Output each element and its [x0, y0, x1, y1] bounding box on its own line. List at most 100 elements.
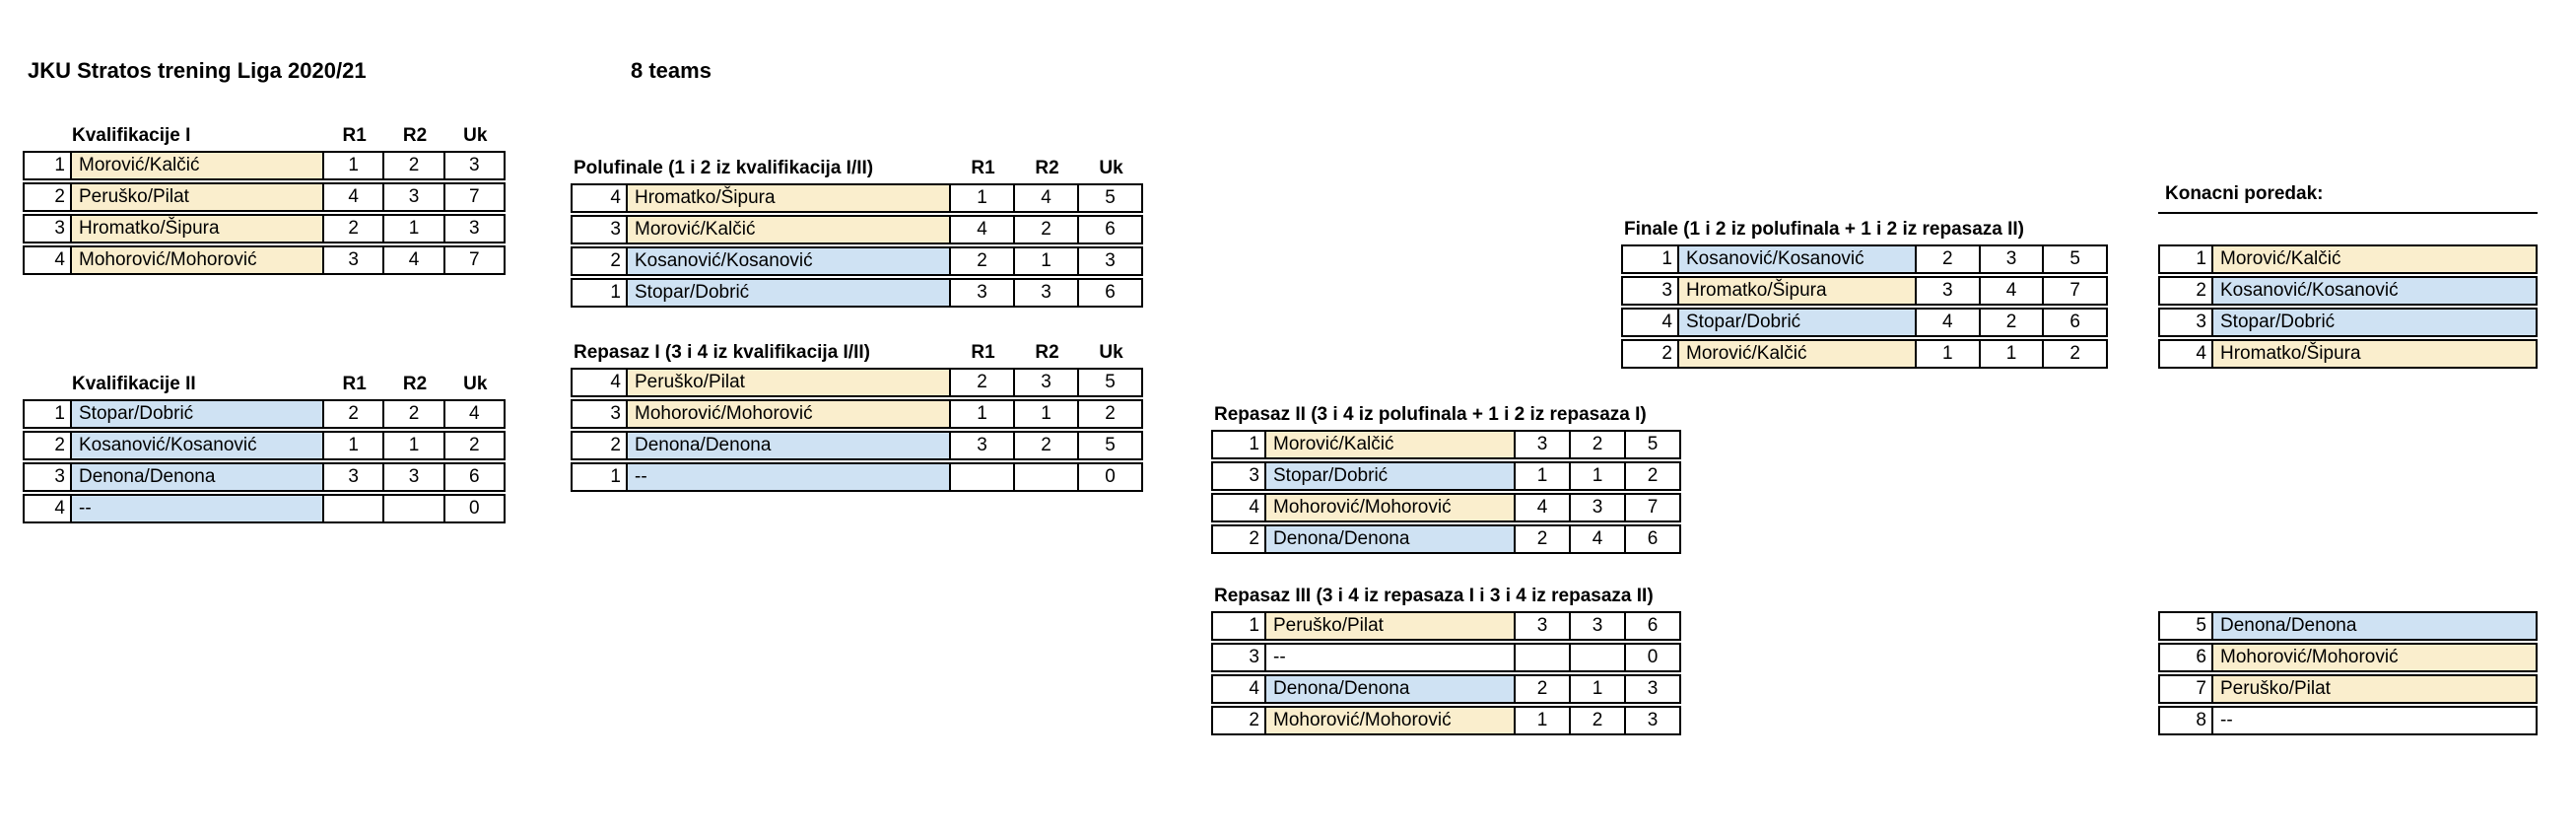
uk-total-cell: 3 — [1624, 676, 1679, 702]
team-cell: Morović/Kalčić — [70, 153, 322, 178]
team-cell: Hromatko/Šipura — [626, 185, 949, 211]
rank-cell: 1 — [1249, 615, 1259, 636]
r2-score-cell: 2 — [1569, 432, 1624, 457]
r2-score-cell — [1569, 645, 1624, 670]
r1-score-cell — [1514, 645, 1569, 670]
team-cell: Stopar/Dobrić — [626, 280, 949, 306]
r1-score-cell: 2 — [1915, 246, 1979, 272]
score-column-header: R2 — [1035, 158, 1059, 178]
r1-score-cell: 3 — [949, 433, 1013, 458]
r1-score-cell: 1 — [322, 433, 382, 458]
table-finale: Finale (1 i 2 iz polufinala + 1 i 2 iz r… — [1621, 219, 2108, 371]
r1-score-cell — [949, 464, 1013, 490]
r2-score-cell: 4 — [382, 247, 442, 273]
rank-cell: 4 — [610, 187, 621, 208]
team-cell: Peruško/Pilat — [1264, 613, 1514, 639]
rank-cell: 1 — [610, 466, 621, 487]
teams-count-label: 8 teams — [631, 58, 712, 83]
table-row: 3-- 0 — [1211, 643, 1681, 672]
r1-score-cell: 3 — [1915, 278, 1979, 304]
uk-total-cell: 6 — [2042, 310, 2106, 335]
score-column-header: R1 — [342, 125, 367, 146]
rank-cell: 4 — [1661, 312, 1672, 332]
r1-score-cell: 2 — [322, 401, 382, 427]
page-title: JKU Stratos trening Liga 2020/21 — [28, 58, 367, 83]
r2-score-cell: 4 — [1569, 526, 1624, 552]
rank-cell: 4 — [54, 498, 65, 519]
r1-score-cell: 1 — [1514, 708, 1569, 733]
uk-total-cell: 0 — [442, 496, 504, 521]
r1-score-cell: 4 — [949, 217, 1013, 243]
r2-score-cell: 3 — [1013, 280, 1077, 306]
uk-total-cell: 6 — [1624, 526, 1679, 552]
score-column-header: Uk — [1099, 342, 1123, 363]
r2-score-cell: 2 — [1013, 433, 1077, 458]
table-title: Polufinale (1 i 2 iz kvalifikacija I/II) — [574, 158, 874, 178]
r2-score-cell: 1 — [1569, 463, 1624, 489]
score-column-header: R1 — [971, 342, 995, 363]
r1-score-cell: 3 — [1514, 613, 1569, 639]
uk-total-cell: 7 — [442, 247, 504, 273]
score-column-header: R2 — [1035, 342, 1059, 363]
table-header-row: Repasaz II (3 i 4 iz polufinala + 1 i 2 … — [1211, 404, 1681, 426]
r2-score-cell: 1 — [382, 216, 442, 242]
uk-total-cell: 4 — [442, 401, 504, 427]
uk-total-cell: 5 — [2042, 246, 2106, 272]
rank-cell: 2 — [1249, 710, 1259, 730]
rank-cell: 1 — [54, 155, 65, 175]
rank-cell: 4 — [610, 372, 621, 392]
rank-cell: 3 — [2196, 312, 2206, 332]
r2-score-cell: 2 — [1978, 310, 2043, 335]
r1-score-cell: 3 — [322, 247, 382, 273]
r1-score-cell: 2 — [322, 216, 382, 242]
uk-total-cell: 0 — [1624, 645, 1679, 670]
team-cell: -- — [70, 496, 322, 521]
r1-score-cell: 2 — [949, 370, 1013, 395]
rank-cell: 7 — [2196, 678, 2206, 699]
table-repasaz-i: Repasaz I (3 i 4 iz kvalifikacija I/II) R… — [571, 342, 1143, 494]
r1-score-cell: 4 — [1514, 495, 1569, 520]
rank-cell: 8 — [2196, 710, 2206, 730]
team-cell: Kosanović/Kosanović — [70, 433, 322, 458]
team-cell: Stopar/Dobrić — [1264, 463, 1514, 489]
uk-total-cell: 2 — [2042, 341, 2106, 367]
team-cell: Stopar/Dobrić — [1677, 310, 1915, 335]
r1-score-cell: 3 — [1514, 432, 1569, 457]
table-repasaz-ii: Repasaz II (3 i 4 iz polufinala + 1 i 2 … — [1211, 404, 1681, 556]
team-cell: -- — [1264, 645, 1514, 670]
table-title: Repasaz I (3 i 4 iz kvalifikacija I/II) — [574, 342, 870, 363]
team-cell: Peruško/Pilat — [2211, 676, 2536, 702]
rank-cell: 1 — [1249, 434, 1259, 454]
rank-cell: 3 — [54, 466, 65, 487]
rank-cell: 3 — [1249, 647, 1259, 667]
rank-cell: 4 — [1249, 497, 1259, 518]
r2-score-cell: 4 — [1978, 278, 2043, 304]
uk-total-cell: 2 — [442, 433, 504, 458]
rank-cell: 1 — [1661, 248, 1672, 269]
uk-total-cell: 5 — [1077, 433, 1141, 458]
r2-score-cell: 1 — [1569, 676, 1624, 702]
r1-score-cell: 4 — [1915, 310, 1979, 335]
uk-total-cell: 2 — [1077, 401, 1141, 427]
rank-cell: 2 — [610, 250, 621, 271]
score-column-header: Uk — [463, 374, 488, 394]
r1-score-cell: 1 — [1514, 463, 1569, 489]
